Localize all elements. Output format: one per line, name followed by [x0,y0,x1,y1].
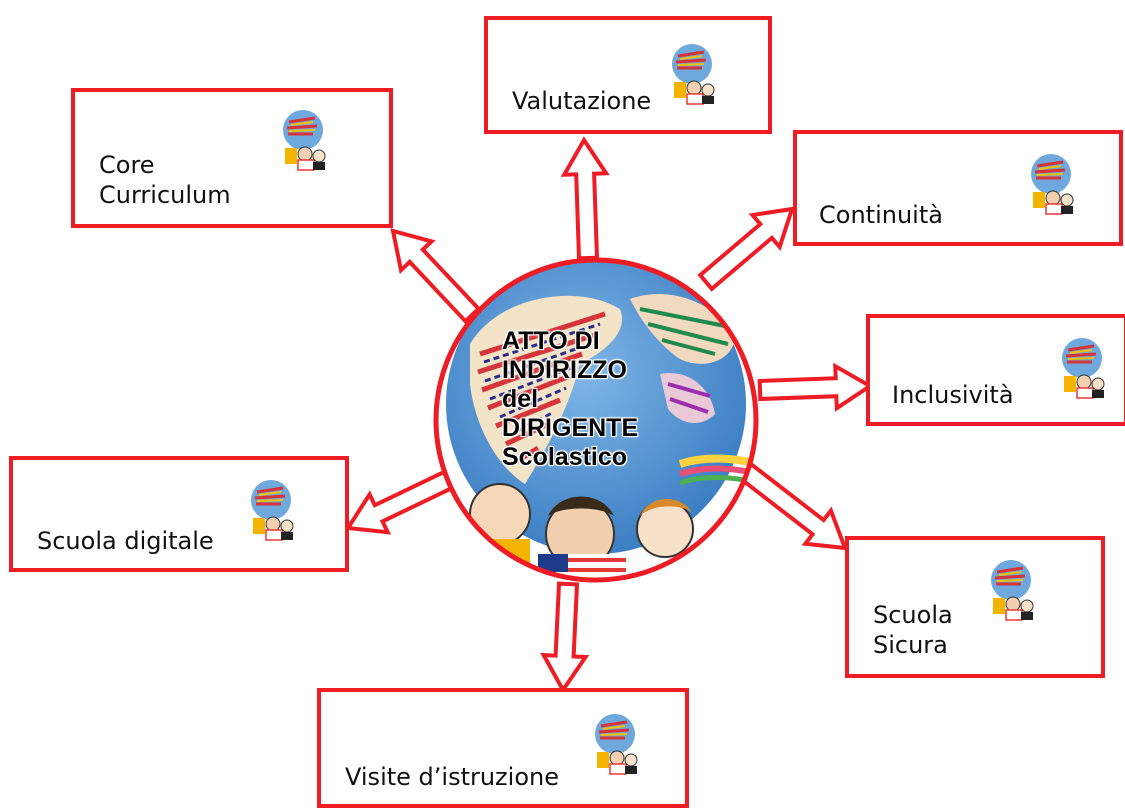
node-visite-istruzione[interactable]: Visite d’istruzione [317,688,689,808]
globe-drawing-icon [991,560,1034,621]
arrow-scuola-digitale [344,469,455,535]
globe-drawing-icon [251,480,294,541]
node-visite-istruzione-label: Visite d’istruzione [345,763,559,791]
hub-circle: ATTO DI INDIRIZZO del DIRIGENTE Scolasti… [430,254,762,586]
node-scuola-digitale[interactable]: Scuola digitale [9,456,349,572]
arrow-visite-istruzione [540,581,590,694]
globe-illustration [433,257,759,583]
globe-drawing-icon [672,44,715,105]
arrow-continuita [697,206,795,292]
hub-title: ATTO DI INDIRIZZO del DIRIGENTE Scolasti… [502,327,639,471]
node-scuola-sicura-label: Scuola Sicura [873,601,953,659]
globe-drawing-icon [283,110,326,171]
node-valutazione-label: Valutazione [512,87,652,115]
node-inclusivita-label: Inclusività [892,381,1014,409]
node-valutazione[interactable]: Valutazione [484,16,772,134]
arrow-core-curriculum [390,228,482,325]
node-scuola-digitale-label: Scuola digitale [37,527,214,555]
node-continuita-label: Continuità [819,201,943,229]
node-core-curriculum[interactable]: Core Curriculum [71,88,393,228]
arrow-valutazione [560,136,610,261]
arrow-scuola-sicura [735,460,849,551]
arrow-inclusivita [757,362,874,412]
node-continuita[interactable]: Continuità [793,130,1123,246]
globe-drawing-icon [1031,154,1074,215]
node-scuola-sicura[interactable]: Scuola Sicura [845,536,1105,678]
globe-drawing-icon [1062,338,1105,399]
node-inclusivita[interactable]: Inclusività [866,314,1125,426]
globe-drawing-icon [595,714,638,775]
node-core-curriculum-label: Core Curriculum [99,151,231,209]
